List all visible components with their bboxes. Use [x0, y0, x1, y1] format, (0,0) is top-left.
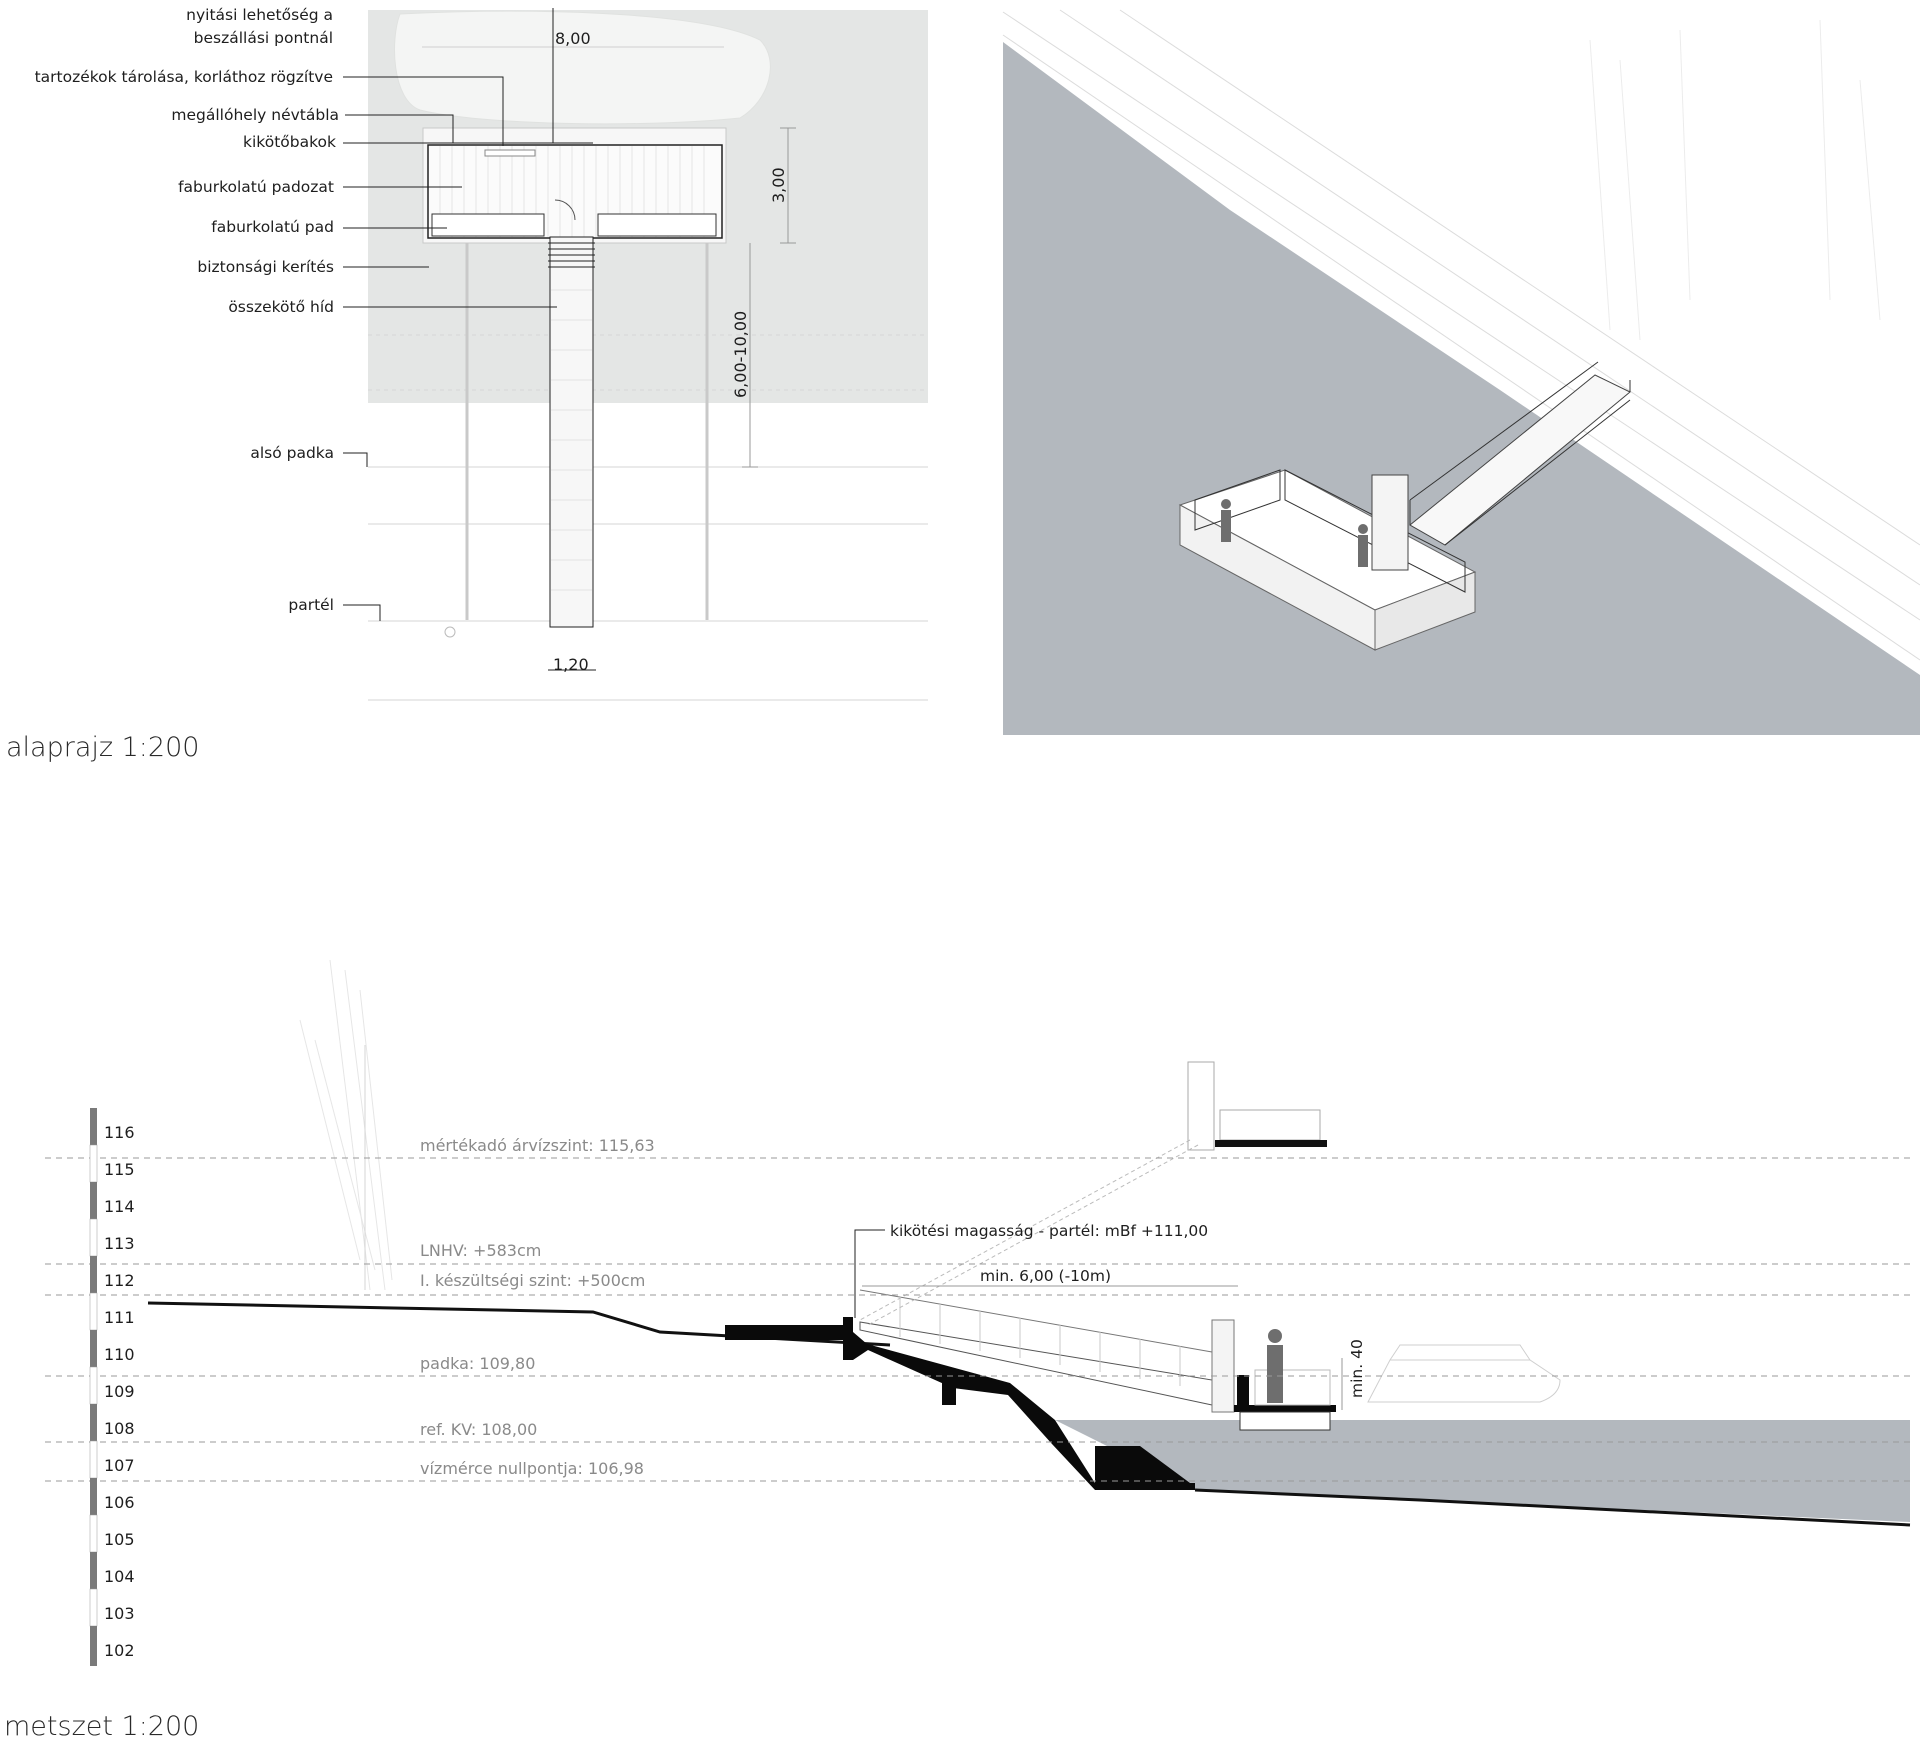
level-alert: I. készültségi szint: +500cm: [420, 1271, 645, 1290]
dim-depth: 3,00: [769, 167, 788, 203]
pontoon-deck-detail: [1215, 1140, 1327, 1147]
pontoon-deck-section: [1234, 1405, 1336, 1412]
scale-value: 102: [104, 1641, 135, 1660]
mooring-leader: [854, 1229, 885, 1318]
scale-value: 107: [104, 1456, 135, 1475]
bridge-rail-iso: [1444, 399, 1631, 546]
bollard-marker: [444, 626, 456, 638]
label-sign: megállóhely névtábla: [171, 106, 339, 124]
gate-swing: [554, 199, 576, 221]
boat-section: [1367, 1359, 1561, 1403]
label-bridge: összekötő híd: [228, 298, 334, 316]
scale-value: 112: [104, 1271, 135, 1290]
level-padka: padka: 109,80: [420, 1354, 535, 1373]
cross-section: mértékadó árvízszint: 115,63 LNHV: +583c…: [4, 959, 1915, 1742]
label-bench: faburkolatú pad: [211, 218, 334, 236]
label-opening-1: nyitási lehetőség a: [186, 6, 333, 24]
person-figure: [1267, 1329, 1283, 1403]
pontoon-end-iso: [1374, 571, 1476, 651]
bridge-steps: [548, 242, 595, 268]
label-decking: faburkolatú padozat: [178, 178, 334, 196]
dim-bridge-width: 1,20: [553, 655, 589, 674]
stepped-embankment: [843, 1317, 1195, 1490]
elevation-scale: [89, 1108, 98, 1666]
level-gauge-zero: vízmérce nullpontja: 106,98: [420, 1459, 644, 1478]
scale-value: 103: [104, 1604, 135, 1623]
ramp-rail: [859, 1289, 1213, 1353]
label-lower-bench: alsó padka: [250, 444, 334, 462]
embankment-lines: [1002, 9, 1920, 661]
water-section: [1055, 1420, 1910, 1522]
level-ref: ref. KV: 108,00: [420, 1420, 537, 1439]
riverbed-line: [1194, 1488, 1911, 1527]
railing-iso: [1194, 469, 1281, 531]
label-storage: tartozékok tárolása, korláthoz rögzítve: [35, 68, 333, 86]
pontoon-detail: [1219, 1109, 1321, 1141]
dim-width: 8,00: [555, 29, 591, 48]
axonometric-view: [1002, 9, 1920, 735]
label-leaders: [343, 76, 593, 621]
level-lnhv: LNHV: +583cm: [420, 1241, 541, 1260]
ramp-rail-bars: [899, 1297, 1181, 1386]
scale-value: 110: [104, 1345, 135, 1364]
scale-value: 105: [104, 1530, 135, 1549]
sign-column: [1211, 1319, 1235, 1413]
boat-cabin: [1389, 1344, 1531, 1361]
name-sign: [484, 149, 536, 157]
pontoon-float: [1239, 1411, 1331, 1431]
bridge-rail-iso: [1409, 361, 1599, 501]
bench-block: [1237, 1375, 1249, 1407]
toe-block: [1095, 1446, 1190, 1483]
min-length: min. 6,00 (-10m): [980, 1267, 1111, 1285]
min-height: min. 40: [1348, 1339, 1366, 1398]
scale-value: 116: [104, 1123, 135, 1142]
level-flood: mértékadó árvízszint: 115,63: [420, 1136, 655, 1155]
tree-hatching: [1589, 19, 1881, 341]
scale-value: 104: [104, 1567, 135, 1586]
scale-value: 108: [104, 1419, 135, 1438]
section-title: metszet 1:200: [4, 1711, 199, 1742]
scale-value: 109: [104, 1382, 135, 1401]
bench-left: [431, 213, 545, 237]
bridge-boards: [551, 289, 592, 591]
person-figure: [1358, 524, 1368, 567]
bench-right: [597, 213, 717, 237]
embankment-fill: [725, 1325, 845, 1340]
sign-column-iso: [1371, 474, 1409, 571]
railing-section: [1254, 1369, 1331, 1406]
plan-title: alaprajz 1:200: [6, 732, 199, 763]
scale-value: 114: [104, 1197, 135, 1216]
sign-column-detail: [1187, 1061, 1215, 1151]
person-figure: [1221, 499, 1231, 542]
tree-hatching: [299, 959, 393, 1291]
scale-value: 115: [104, 1160, 135, 1179]
scale-value: 106: [104, 1493, 135, 1512]
label-bollards: kikötőbakok: [243, 133, 336, 151]
dim-bridge-length: 6,00-10,00: [731, 311, 750, 398]
floor-plan: 8,00 3,00 6,00-10,00 1,20 nyitási lehető…: [6, 6, 928, 763]
boat-outline: [394, 10, 771, 125]
label-opening-2: beszállási pontnál: [194, 29, 333, 47]
label-fence: biztonsági kerítés: [197, 258, 334, 276]
water-surface: [1003, 42, 1920, 735]
scale-value: 113: [104, 1234, 135, 1253]
stair-block: [942, 1383, 956, 1405]
scale-value: 111: [104, 1308, 135, 1327]
label-bank: partél: [288, 596, 334, 614]
connecting-bridge: [549, 236, 594, 628]
mooring-height: kikötési magasság - partél: mBf +111,00: [890, 1222, 1208, 1240]
